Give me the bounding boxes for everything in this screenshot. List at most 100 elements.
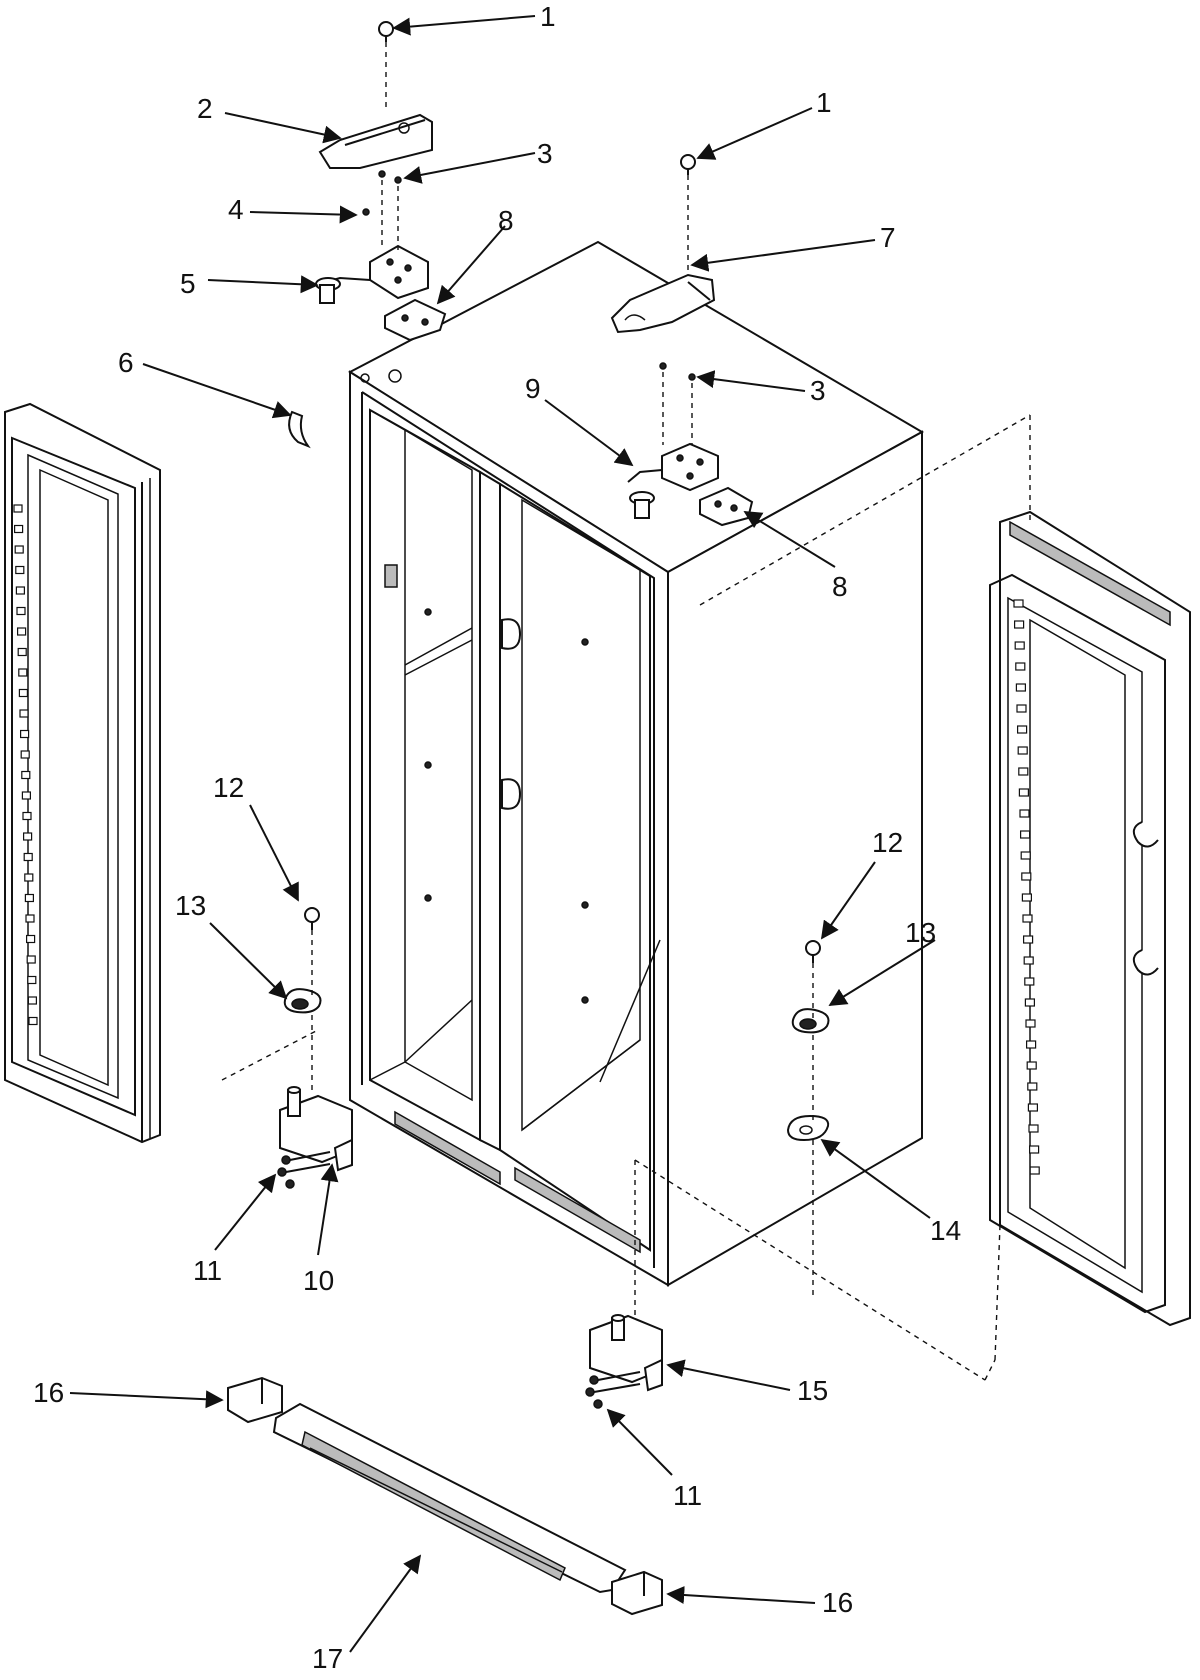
callout-labels: 1 1 2 3 3 4 5 6 7 8 8 9 10 11 11 12 12 1… — [33, 1, 961, 1674]
callout-9: 9 — [525, 373, 541, 404]
callout-11-left: 11 — [193, 1255, 222, 1286]
gasket-slot — [1024, 998, 1036, 1007]
hinge-pin-bracket-left — [315, 244, 429, 304]
gasket-slot — [18, 668, 28, 677]
fresh-food-door — [989, 510, 1191, 1327]
callout-2: 2 — [197, 93, 213, 124]
gasket-slot — [13, 504, 23, 513]
gasket-slot — [1022, 935, 1034, 944]
gasket-slot — [27, 975, 37, 985]
gasket-slot — [20, 729, 30, 739]
gasket-slot — [1024, 977, 1035, 986]
gasket-slot — [26, 934, 36, 944]
callout-11-right: 11 — [673, 1480, 702, 1511]
gasket-slot — [1019, 830, 1031, 839]
callout-3-left: 3 — [537, 138, 553, 169]
gasket-slot — [1025, 1019, 1036, 1028]
hinge-screw-top-left — [378, 21, 394, 42]
gasket-slot — [1019, 809, 1030, 818]
callout-8-left: 8 — [498, 205, 514, 236]
hinge-shim-left — [384, 298, 447, 342]
assembly-guide-lines — [221, 42, 1031, 1381]
gasket-slot — [24, 893, 34, 903]
gasket-slot — [25, 914, 35, 923]
fresh-food-door-gasket-slots — [1013, 599, 1040, 1175]
cam-spacer — [786, 1114, 830, 1142]
gasket-slot — [1013, 620, 1025, 629]
hinge-pin-bracket-right — [627, 442, 719, 519]
base-grille — [272, 1402, 627, 1594]
callout-16-left: 16 — [33, 1377, 64, 1408]
gasket-slot — [15, 586, 25, 595]
callout-4: 4 — [228, 194, 244, 225]
door-stop-left — [283, 907, 322, 1014]
gasket-slot — [14, 524, 24, 534]
gasket-slot — [1029, 1166, 1040, 1175]
gasket-slot — [1015, 683, 1027, 692]
gasket-slot — [1025, 1040, 1037, 1049]
gasket-slot — [1021, 893, 1033, 902]
gasket-slot — [1027, 1082, 1038, 1091]
callout-1-top-right: 1 — [816, 87, 832, 118]
gasket-slot — [19, 709, 29, 718]
top-hinge-right — [610, 273, 716, 334]
callout-17: 17 — [312, 1643, 343, 1674]
bottom-hinge-right — [585, 1314, 663, 1409]
door-clip — [288, 410, 311, 449]
callout-13-left: 13 — [175, 890, 206, 921]
gasket-slot — [22, 811, 32, 821]
gasket-slot — [1018, 788, 1030, 797]
callout-7: 7 — [880, 222, 896, 253]
door-stop-right — [791, 940, 830, 1034]
callout-16-right: 16 — [822, 1587, 853, 1618]
gasket-slot — [23, 832, 33, 841]
gasket-slot — [21, 791, 31, 800]
gasket-slot — [17, 627, 27, 636]
gasket-slot — [1026, 1061, 1037, 1070]
gasket-slot — [1027, 1103, 1039, 1112]
freezer-door-gasket-slots — [13, 504, 38, 1026]
top-hinge-left — [318, 113, 433, 169]
gasket-slot — [1028, 1124, 1039, 1133]
refrigerator-cabinet — [347, 240, 925, 1287]
gasket-slot — [1013, 599, 1024, 608]
gasket-slot — [1028, 1145, 1040, 1154]
callout-6: 6 — [118, 347, 134, 378]
callout-10: 10 — [303, 1265, 334, 1296]
gasket-slot — [1020, 851, 1031, 860]
bottom-hinge-left — [277, 1086, 353, 1189]
callout-1-top-left: 1 — [540, 1, 556, 32]
gasket-slot — [14, 545, 24, 554]
grille-end-cap-right — [611, 1570, 663, 1616]
callout-12-left: 12 — [213, 772, 244, 803]
gasket-slot — [1014, 641, 1025, 650]
gasket-slot — [1022, 914, 1033, 923]
callout-12-right: 12 — [872, 827, 903, 858]
gasket-slot — [27, 996, 37, 1005]
gasket-slot — [28, 1016, 38, 1026]
callout-3-right: 3 — [810, 375, 826, 406]
grille-end-cap-left — [227, 1376, 283, 1424]
hinge-screw-top-right — [680, 154, 696, 175]
gasket-slot — [1023, 956, 1034, 965]
callout-8-right: 8 — [832, 571, 848, 602]
gasket-slot — [21, 770, 31, 780]
gasket-slot — [18, 688, 28, 698]
gasket-slot — [24, 873, 34, 882]
gasket-slot — [1016, 725, 1028, 734]
gasket-slot — [17, 647, 27, 657]
freezer-door — [4, 402, 161, 1144]
callout-13-right: 13 — [905, 917, 936, 948]
gasket-slot — [1015, 662, 1026, 671]
gasket-slot — [1018, 767, 1029, 776]
gasket-slot — [16, 606, 26, 616]
callout-leaders — [69, 15, 936, 1653]
gasket-slot — [20, 750, 30, 759]
gasket-slot — [1017, 746, 1028, 755]
small-screws — [362, 170, 696, 381]
gasket-slot — [1021, 872, 1032, 881]
callout-5: 5 — [180, 268, 196, 299]
gasket-slot — [26, 955, 36, 964]
gasket-slot — [1016, 704, 1027, 713]
